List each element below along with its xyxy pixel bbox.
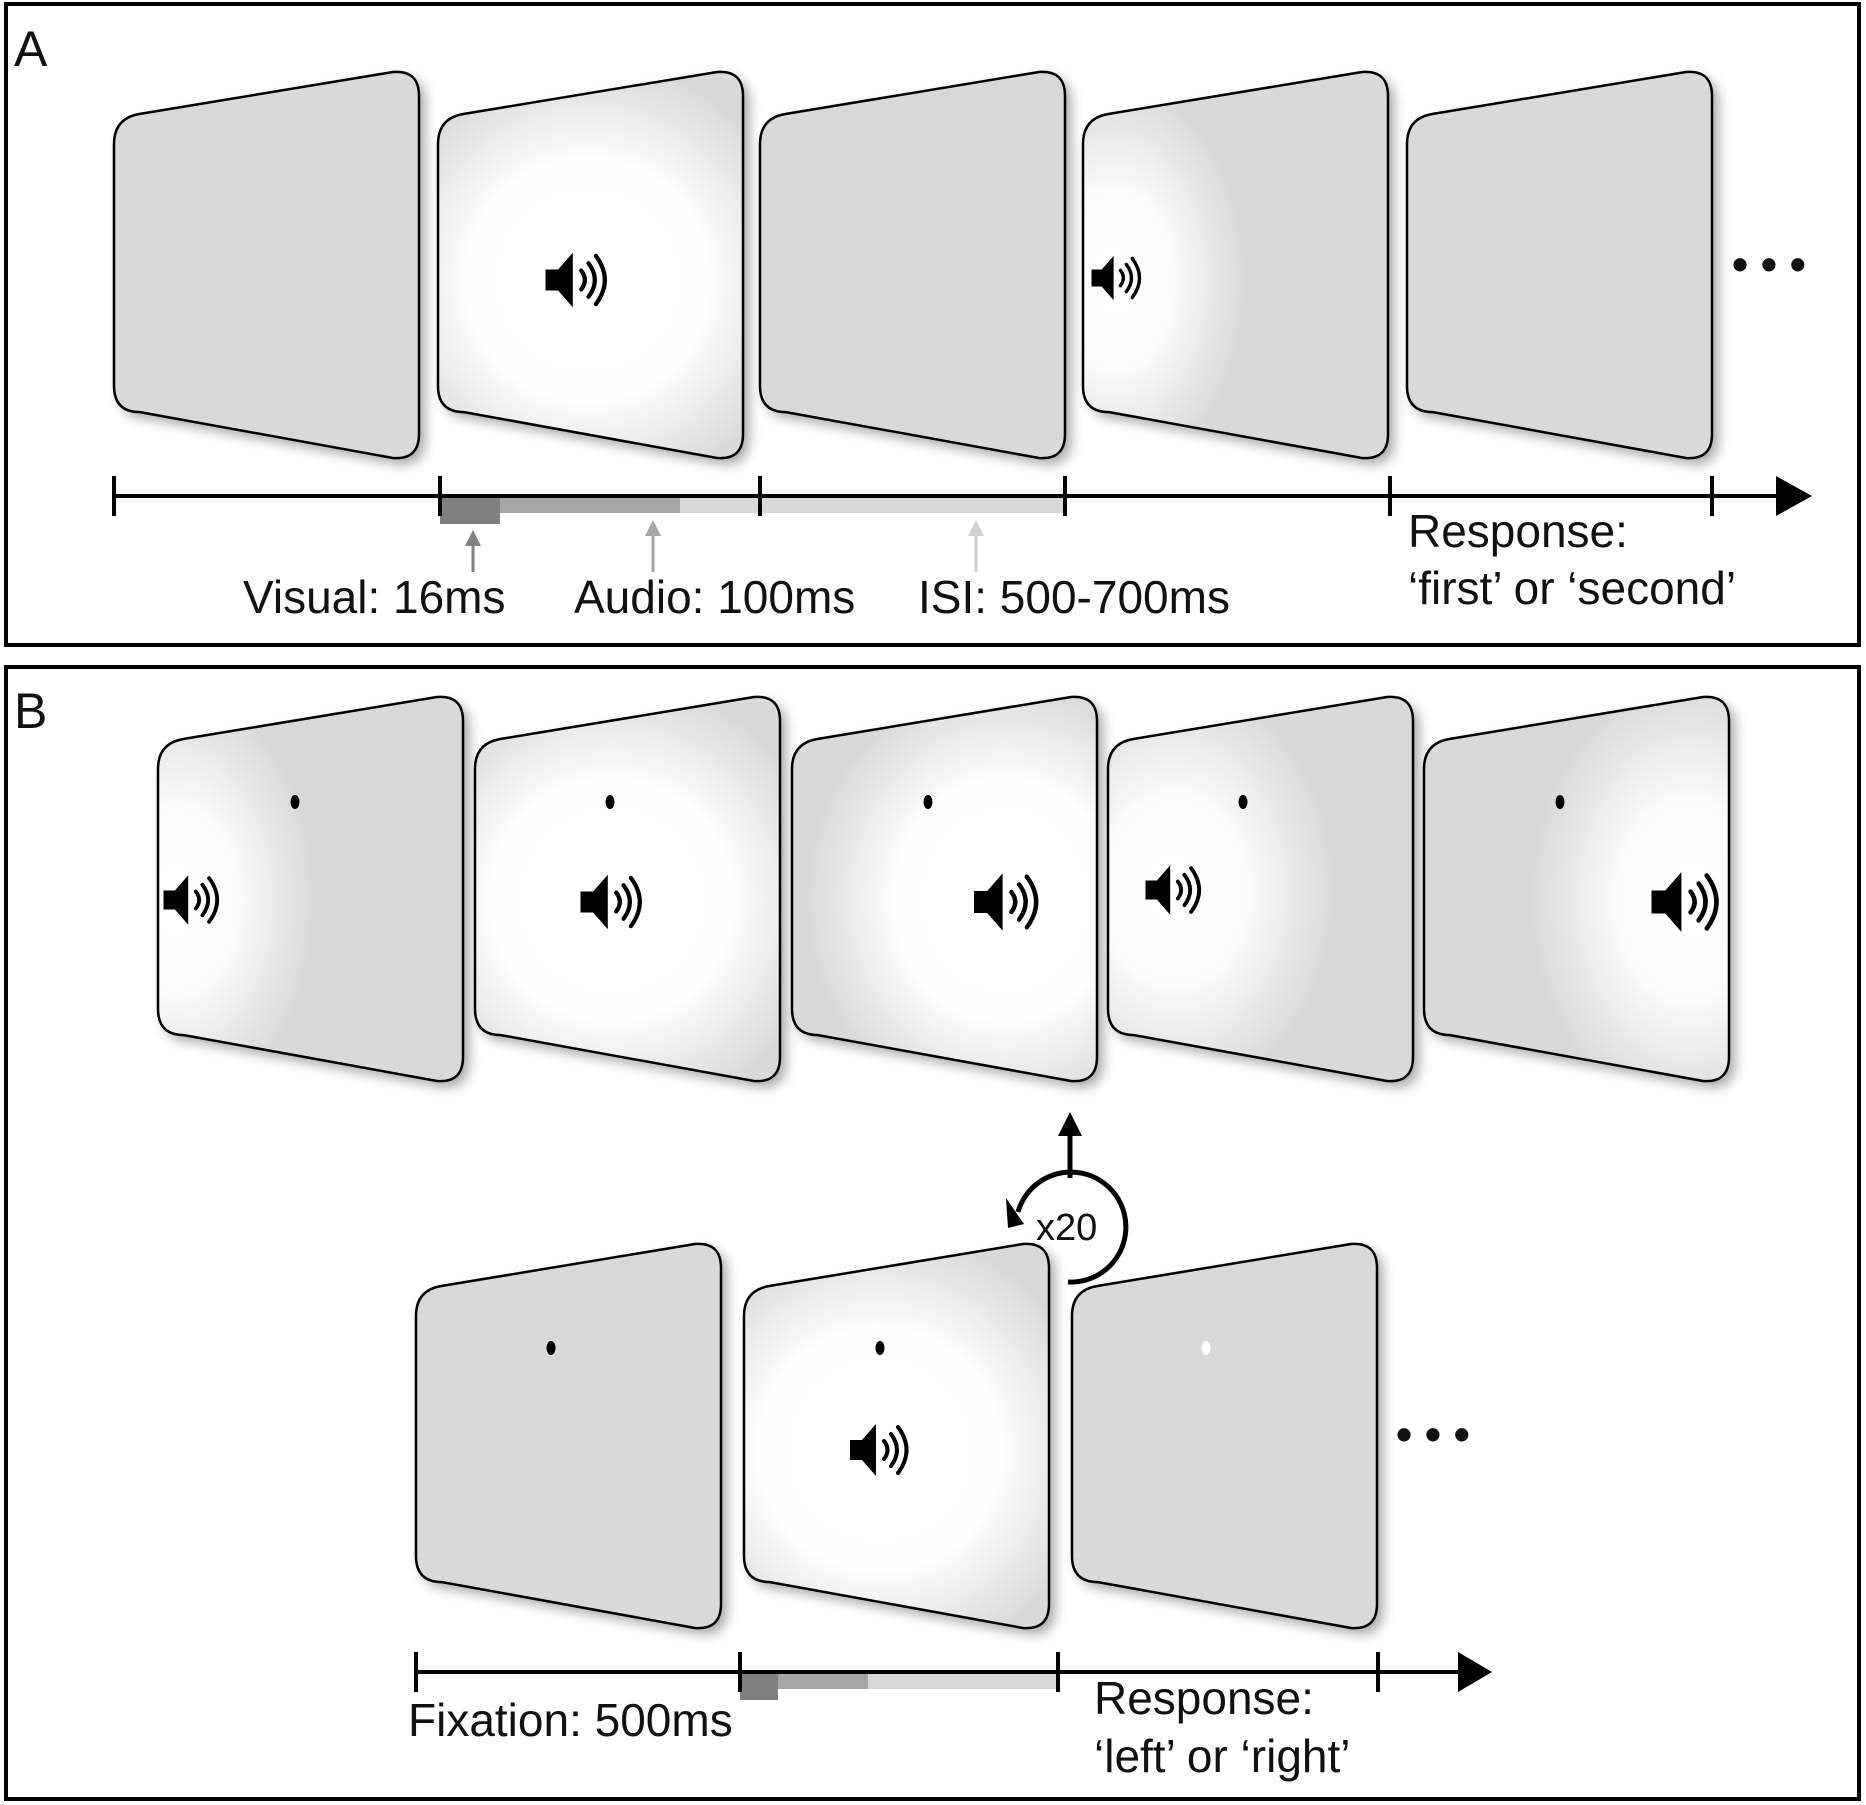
visual-label: Visual: 16ms [243,571,506,623]
sound-glow [438,71,743,459]
b-response-label-line1: Response: [1094,1672,1314,1724]
stimulus-screen [156,695,465,1083]
isi-bar [680,498,1065,513]
isi-pointer-head [968,520,984,536]
loop-up-arrowhead [1058,1112,1082,1136]
stimulus-screen [436,70,745,460]
panel-b-frame [4,665,1861,1801]
b-response-label-line2: ‘left’ or ‘right’ [1094,1730,1350,1782]
speaker-icon [1145,865,1202,915]
stimulus-screen [758,70,1067,460]
stimulus-screen [1070,1242,1379,1630]
fixation-dot [546,1341,556,1355]
fixation-dot [1555,795,1565,809]
speaker-icon [974,873,1039,931]
stimulus-screen [1405,70,1714,460]
panel-a-ellipsis: • • • [1732,238,1806,290]
isi-label: ISI: 500-700ms [918,571,1230,623]
stimulus-screen [112,70,421,460]
sound-glow [1530,696,1729,1082]
audio-pointer-head [645,520,661,536]
sound-glow [475,696,780,1082]
loop-circle-arrowhead [1006,1198,1024,1228]
fixation-dot [290,795,300,809]
b-timeline-arrowhead [1458,1652,1492,1692]
speaker-icon [163,875,220,925]
panel-a-screens [112,70,1714,460]
stimulus-screen [742,1242,1051,1630]
visual-bar [440,498,500,524]
fixation-dot [923,795,933,809]
response-label-line2: ‘first’ or ‘second’ [1408,562,1736,614]
speaker-icon [1651,872,1719,932]
timeline-arrowhead [1776,476,1812,516]
panel-a-letter: A [14,21,48,77]
speaker-icon [580,874,642,930]
panel-b-loop-screens [156,695,1731,1083]
repeat-loop: x20 [1006,1112,1129,1285]
sound-glow [1083,80,1245,459]
stimulus-screen [1422,695,1731,1083]
speaker-icon [1091,255,1142,301]
repeat-count: x20 [1036,1207,1097,1249]
stimulus-screen [1081,70,1390,460]
loop-circle-arrow [1015,1169,1129,1285]
stimulus-screen [790,695,1099,1083]
panel-b-letter: B [14,683,47,739]
audio-label: Audio: 100ms [574,571,855,623]
audio-bar-light [680,498,760,513]
panel-b-trial-screens [414,1242,1379,1630]
stimulus-screen [414,1242,723,1630]
panel-a-timeline: Visual: 16ms Audio: 100ms ISI: 500-700ms… [112,476,1812,623]
sound-glow [805,696,1097,1082]
visual-pointer-head [465,530,481,546]
sound-glow [1108,696,1335,1082]
fixation-label: Fixation: 500ms [408,1694,733,1746]
panel-a-frame [4,2,1861,647]
sound-glow [744,1243,1049,1629]
response-label-line1: Response: [1408,505,1628,557]
panel-b-ellipsis: • • • [1396,1408,1470,1460]
speaker-icon [850,1424,909,1476]
fixation-dot [875,1341,885,1355]
stimulus-screen [1106,695,1415,1083]
fixation-dot [1238,795,1248,809]
b-stimulus-bar-visual [740,1674,778,1700]
fixation-dot [1201,1341,1211,1355]
stimulus-screen [473,695,782,1083]
fixation-dot [605,795,615,809]
speaker-icon [545,252,607,308]
panel-b-timeline: Fixation: 500ms Response: ‘left’ or ‘rig… [408,1652,1492,1782]
